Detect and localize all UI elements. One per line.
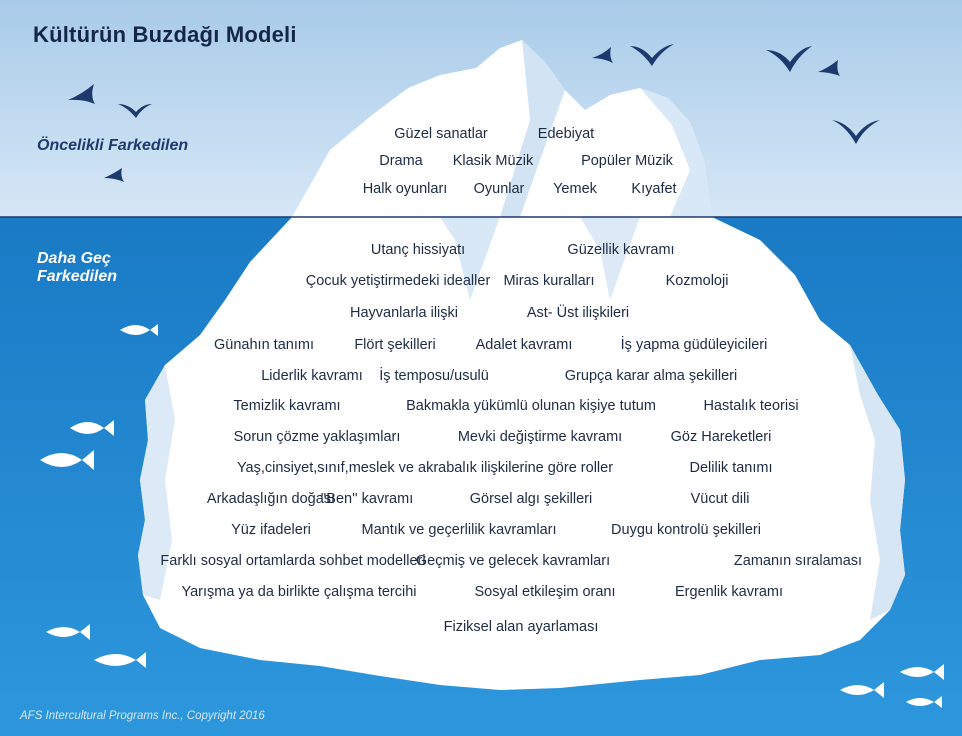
fish-icon bbox=[900, 664, 944, 680]
below-items-item: Ast- Üst ilişkileri bbox=[526, 305, 630, 321]
above-items-item: Popüler Müzik bbox=[581, 153, 673, 169]
iceberg-base-shade-2 bbox=[580, 217, 640, 300]
iceberg-base-shade-4 bbox=[138, 365, 175, 600]
below-items-item: Utanç hissiyatı bbox=[370, 242, 466, 258]
iceberg-tip-shade bbox=[500, 40, 565, 217]
below-items-item: İş temposu/usulü bbox=[379, 368, 489, 384]
below-items-row: Utanç hissiyatı Güzellik kavramı bbox=[0, 242, 962, 266]
above-items-row: Drama Klasik Müzik Popüler Müzik bbox=[0, 153, 962, 177]
above-items-item: Yemek bbox=[553, 181, 597, 197]
iceberg-tip bbox=[292, 40, 712, 217]
below-items-item: Kozmoloji bbox=[665, 273, 729, 289]
below-items-item: Bakmakla yükümlü olunan kişiye tutum bbox=[406, 398, 656, 414]
below-items-item: İş yapma güdüleyicileri bbox=[620, 337, 768, 353]
above-waterline-label: Öncelikli Farkedilen bbox=[37, 137, 189, 154]
below-items-row: Liderlik kavramı İş temposu/usulü Grupça k… bbox=[0, 368, 962, 392]
below-items-item: Miras kuralları bbox=[503, 273, 595, 289]
below-waterline-label: Daha Geç Farkedilen bbox=[37, 250, 118, 285]
below-items-item: Duygu kontrolü şekilleri bbox=[611, 522, 761, 538]
below-items-item: Yarışma ya da birlikte çalışma tercihi bbox=[181, 584, 417, 600]
fish-icon bbox=[840, 682, 884, 698]
below-items-row: Farklı sosyal ortamlarda sohbet modeller… bbox=[0, 553, 962, 577]
below-items-item: Liderlik kavramı bbox=[261, 368, 363, 384]
iceberg-base bbox=[138, 217, 905, 690]
bird-icon bbox=[68, 44, 880, 182]
above-items-item: Edebiyat bbox=[537, 126, 595, 142]
below-items-item: Sorun çözme yaklaşımları bbox=[233, 429, 401, 445]
below-items-row: Hayvanlarla ilişki Ast- Üst ilişkileri bbox=[0, 305, 962, 329]
bird-icon bbox=[68, 84, 95, 104]
above-items-item: Oyunlar bbox=[473, 181, 525, 197]
below-items-item: Günahın tanımı bbox=[214, 337, 314, 353]
fish-icon bbox=[906, 696, 942, 708]
below-items-item: Arkadaşlığın doğası bbox=[206, 491, 336, 507]
below-items-item: Sosyal etkileşim oranı bbox=[474, 584, 616, 600]
fish-icon bbox=[94, 652, 146, 668]
page-title: Kültürün Buzdağı Modeli bbox=[33, 22, 297, 47]
below-items-item: Vücut dili bbox=[690, 491, 750, 507]
bird-icon bbox=[118, 104, 152, 118]
iceberg-base-shade bbox=[440, 217, 500, 300]
bird-icon bbox=[832, 120, 880, 144]
below-items-item: Mevki değiştirme kavramı bbox=[457, 429, 623, 445]
below-items-item: Delilik tanımı bbox=[689, 460, 773, 476]
fish-icon bbox=[120, 324, 158, 336]
bird-icon bbox=[766, 46, 812, 72]
bird-icon bbox=[630, 44, 674, 66]
fish-icon bbox=[70, 420, 114, 436]
below-items-item: Zamanın sıralaması bbox=[733, 553, 863, 569]
below-items-item: Yaş,cinsiyet,sınıf,meslek ve akrabalık i… bbox=[236, 460, 614, 476]
below-items-item: Hastalık teorisi bbox=[703, 398, 799, 414]
copyright-text: AFS Intercultural Programs Inc., Copyrig… bbox=[20, 710, 265, 722]
above-items-row: Güzel sanatlar Edebiyat bbox=[0, 126, 962, 150]
below-items-item: Görsel algı şekilleri bbox=[469, 491, 593, 507]
below-items-item: Geçmiş ve gelecek kavramları bbox=[415, 553, 611, 569]
bird-icon bbox=[818, 60, 840, 76]
bird-icon bbox=[104, 168, 124, 182]
above-items-item: Drama bbox=[379, 153, 423, 169]
below-items-row: Yüz ifadeleri Mantık ve geçerlilik kavram… bbox=[0, 522, 962, 546]
below-items-row: Çocuk yetiştirmedeki idealler Miras kural… bbox=[0, 273, 962, 297]
above-items-item: Halk oyunları bbox=[362, 181, 448, 197]
below-items-item: Adalet kavramı bbox=[475, 337, 573, 353]
below-items-item: Grupça karar alma şekilleri bbox=[564, 368, 738, 384]
iceberg-tip-shade-2 bbox=[640, 88, 712, 217]
fish-icon bbox=[46, 624, 90, 640]
above-items-item: Güzel sanatlar bbox=[394, 126, 488, 142]
below-items-item: Yüz ifadeleri bbox=[231, 522, 311, 538]
below-items-item: Farklı sosyal ortamlarda sohbet modeller… bbox=[160, 553, 426, 569]
below-items-row: Günahın tanımı Flört şekilleri Adalet kavr… bbox=[0, 337, 962, 361]
iceberg-base-shade-3 bbox=[850, 345, 905, 620]
below-items-row: Temizlik kavramı Bakmakla yükümlü olunan … bbox=[0, 398, 962, 422]
above-items-item: Klasik Müzik bbox=[452, 153, 534, 169]
below-items-row: Fiziksel alan ayarlaması bbox=[0, 619, 962, 643]
below-items-item: Çocuk yetiştirmedeki idealler bbox=[305, 273, 491, 289]
below-items-row: Arkadaşlığın doğası''Ben'' kavramı Görsel… bbox=[0, 491, 962, 515]
fish-icon bbox=[40, 324, 944, 708]
below-items-item: Temizlik kavramı bbox=[233, 398, 341, 414]
below-items-item: ''Ben'' kavramı bbox=[320, 491, 414, 507]
below-items-item: Ergenlik kavramı bbox=[675, 584, 783, 600]
below-items-item: Göz Hareketleri bbox=[670, 429, 772, 445]
below-items-item: Güzellik kavramı bbox=[567, 242, 675, 258]
below-items-row: Sorun çözme yaklaşımları Mevki değiştirme… bbox=[0, 429, 962, 453]
below-items-row: Yaş,cinsiyet,sınıf,meslek ve akrabalık i… bbox=[0, 460, 962, 484]
above-items-item: Kıyafet bbox=[631, 181, 677, 197]
bird-icon bbox=[592, 47, 613, 63]
fish-icon bbox=[40, 450, 94, 470]
below-items-item: Mantık ve geçerlilik kavramları bbox=[361, 522, 557, 538]
below-items-item: Flört şekilleri bbox=[354, 337, 436, 353]
below-items-item: Hayvanlarla ilişki bbox=[350, 305, 458, 321]
above-items-row: Halk oyunları Oyunlar Yemek Kıyafet bbox=[0, 181, 962, 205]
below-items-item: Fiziksel alan ayarlaması bbox=[443, 619, 599, 635]
below-items-row: Yarışma ya da birlikte çalışma tercihi So… bbox=[0, 584, 962, 608]
